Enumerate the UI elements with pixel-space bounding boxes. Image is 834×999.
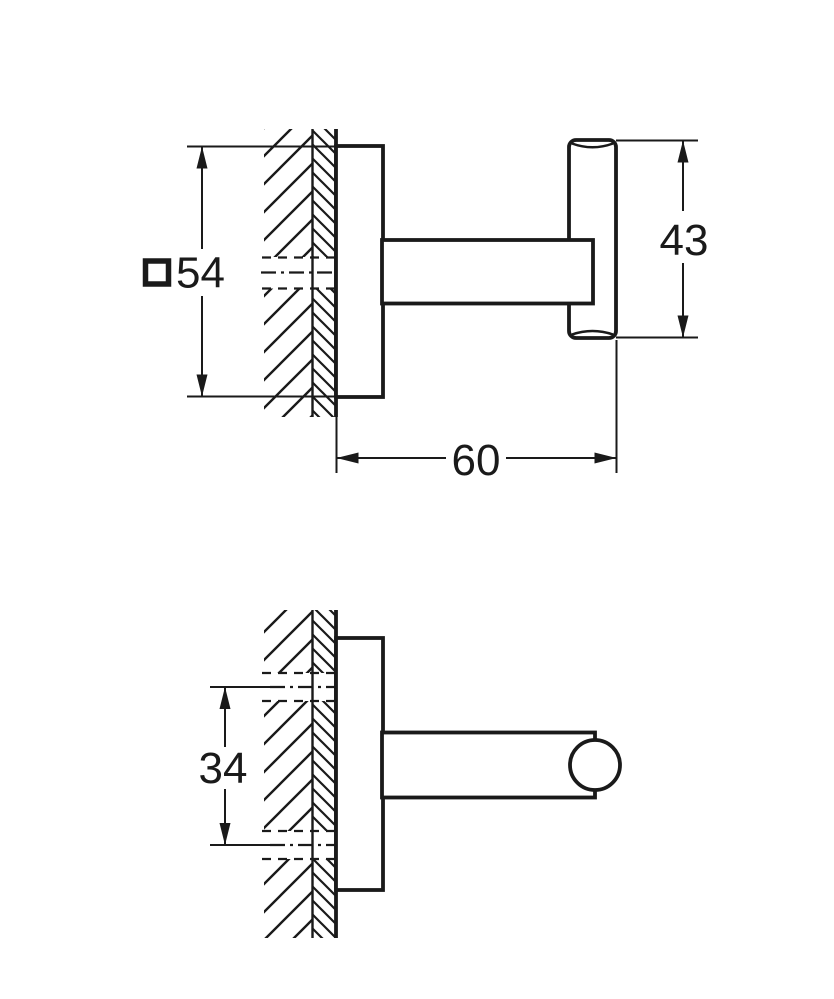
- wall-hatch-band: [264, 701, 312, 831]
- tile-hatch-band: [312, 288, 336, 417]
- side-view: 54 43 60: [142, 129, 709, 485]
- top-view: 34: [199, 610, 622, 938]
- tile-hatch-band: [312, 701, 336, 831]
- post-cap-arc: [571, 142, 614, 149]
- dimension-34: 34: [199, 687, 248, 845]
- hook-tip-ball: [568, 738, 622, 792]
- arrow-right-icon: [594, 452, 617, 464]
- wall-plate: [334, 144, 385, 399]
- wall-hatch-band: [264, 288, 312, 417]
- arrow-down-icon: [219, 823, 231, 845]
- dimension-60: 60: [335, 340, 618, 485]
- arrow-left-icon: [336, 452, 359, 464]
- tile-hatch-band: [312, 129, 336, 257]
- square-dimension-symbol: [142, 258, 172, 287]
- arrow-up-icon: [196, 146, 208, 169]
- wall-hatch: [264, 610, 336, 938]
- hook-arm: [380, 238, 595, 306]
- arrow-up-icon: [677, 140, 689, 163]
- wall-hatch-band: [264, 859, 312, 938]
- dim-label-34: 34: [199, 744, 248, 793]
- tile-hatch-band: [312, 859, 336, 938]
- wall-hatch-band: [264, 129, 312, 257]
- wall-hatch: [264, 129, 336, 417]
- dimension-43: 43: [616, 139, 709, 339]
- arrow-down-icon: [677, 315, 689, 338]
- wall-hatch-band: [264, 610, 312, 673]
- dim-label-60: 60: [452, 436, 501, 485]
- dim-label-43: 43: [660, 216, 709, 265]
- tile-hatch-band: [312, 610, 336, 673]
- dim-label-54: 54: [176, 249, 225, 298]
- arrow-up-icon: [219, 687, 231, 709]
- arrow-down-icon: [196, 374, 208, 397]
- wall-plate: [334, 636, 385, 892]
- hook-arm: [380, 730, 597, 800]
- post-cap-arc: [571, 329, 614, 336]
